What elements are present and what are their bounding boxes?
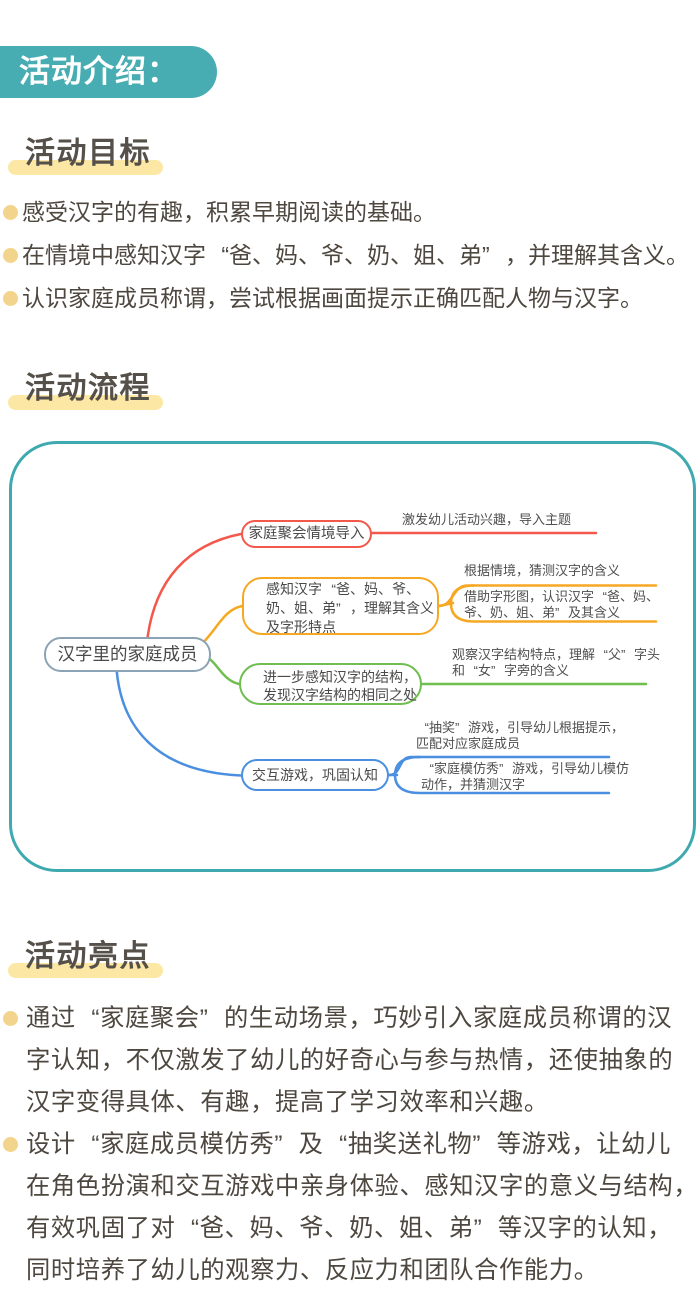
heading-highlight xyxy=(8,160,163,175)
list-item: 认识家庭成员称谓，尝试根据画面提示正确匹配人物与汉字。 xyxy=(3,283,699,313)
list-item: 设计“家庭成员模仿秀”及“抽奖送礼物”等游戏，让幼儿 在角色扮演和交互游戏中亲身… xyxy=(3,1124,700,1292)
mindmap-node-game: 交互游戏，巩固认知 xyxy=(241,759,389,791)
bullet-icon xyxy=(3,1011,18,1026)
mindmap-node-structure: 进一步感知汉字的结构， 发现汉字结构的相同之处 xyxy=(239,663,422,705)
bullet-icon xyxy=(3,248,18,263)
section-banner: 活动介绍： xyxy=(0,46,217,98)
mindmap-detail: “家庭模仿秀”游戏，引导幼儿模仿 动作，并猜测汉字 xyxy=(421,761,630,792)
goals-list: 感受汉字的有趣，积累早期阅读的基础。 在情境中感知汉字“爸、妈、爷、奶、姐、弟”… xyxy=(3,197,699,326)
flow-heading: 活动流程 xyxy=(8,373,163,410)
mindmap-root-node: 汉字里的家庭成员 xyxy=(44,637,211,672)
mindmap-detail: 借助字形图，认识汉字“爸、妈、 爷、奶、姐、弟”及其含义 xyxy=(464,589,660,620)
mindmap-detail: 激发幼儿活动兴趣，导入主题 xyxy=(402,512,572,527)
mindmap-node-intro: 家庭聚会情境导入 xyxy=(241,520,372,548)
bullet-icon xyxy=(3,291,18,306)
highlights-list: 通过“家庭聚会”的生动场景，巧妙引入家庭成员称谓的汉 字认知，不仅激发了幼儿的好… xyxy=(3,998,700,1292)
list-item: 在情境中感知汉字“爸、妈、爷、奶、姐、弟”，并理解其含义。 xyxy=(3,240,699,270)
goals-heading: 活动目标 xyxy=(8,138,163,175)
mindmap-detail: “抽奖”游戏，引导幼儿根据提示， 匹配对应家庭成员 xyxy=(416,720,625,751)
highlights-heading: 活动亮点 xyxy=(8,941,163,978)
heading-highlight xyxy=(8,395,163,410)
list-item: 通过“家庭聚会”的生动场景，巧妙引入家庭成员称谓的汉 字认知，不仅激发了幼儿的好… xyxy=(3,998,700,1124)
list-item: 感受汉字的有趣，积累早期阅读的基础。 xyxy=(3,197,699,227)
mindmap-detail: 根据情境，猜测汉字的含义 xyxy=(464,563,621,578)
mindmap-node-perceive: 感知汉字“爸、妈、爷、 奶、姐、弟”，理解其含义 及字形特点 xyxy=(242,577,439,635)
mindmap-panel: 汉字里的家庭成员 家庭聚会情境导入 感知汉字“爸、妈、爷、 奶、姐、弟”，理解其… xyxy=(9,441,696,872)
heading-highlight xyxy=(8,963,163,978)
bullet-icon xyxy=(3,1137,18,1152)
mindmap-detail: 观察汉字结构特点，理解“父”字头 和“女”字旁的含义 xyxy=(452,647,661,678)
bullet-icon xyxy=(3,205,18,220)
banner-title: 活动介绍： xyxy=(19,54,179,89)
